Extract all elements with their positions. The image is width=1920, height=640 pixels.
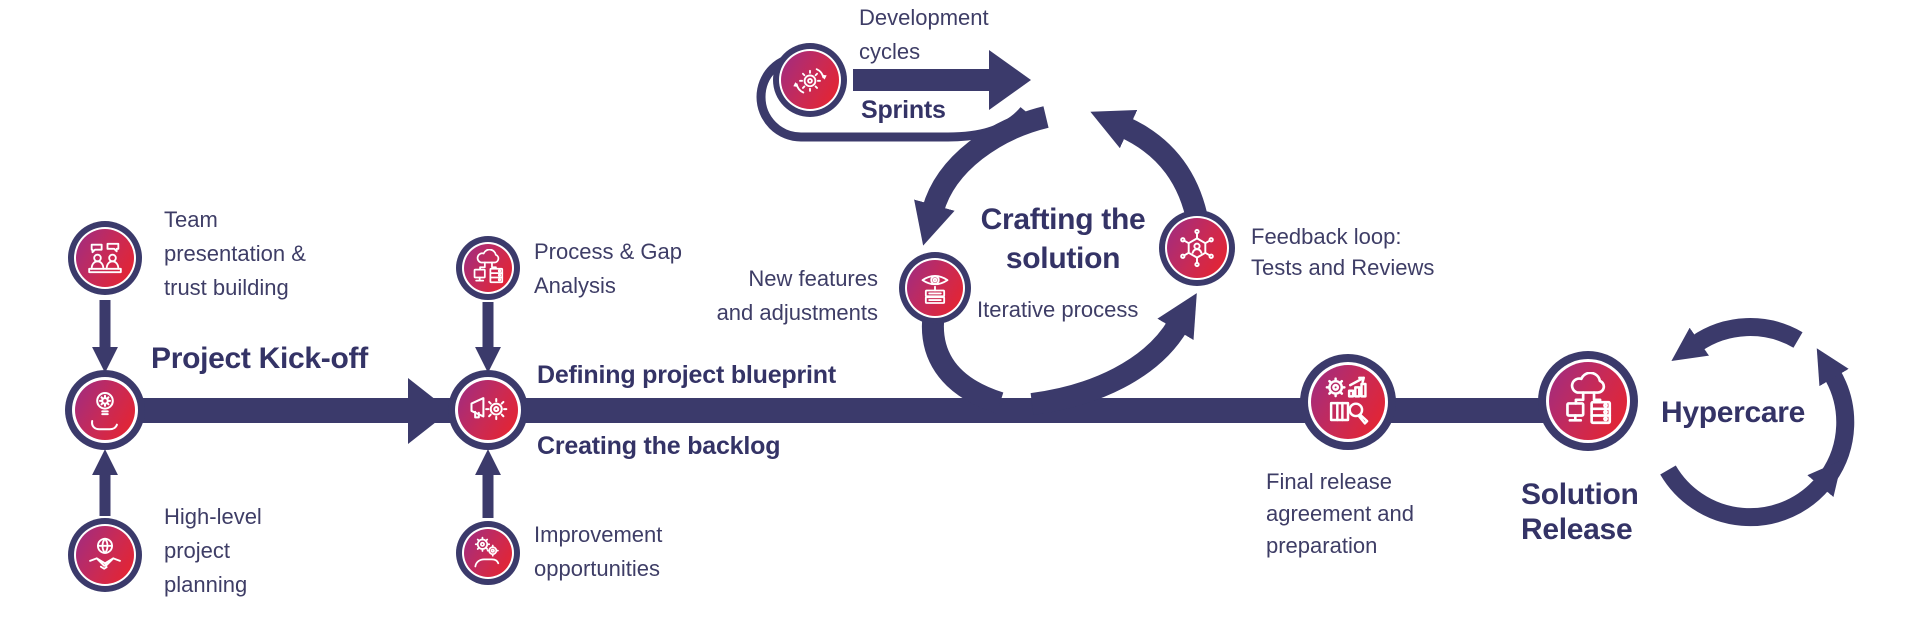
label-line: trust building [164, 275, 289, 300]
label-line: and adjustments [716, 300, 878, 325]
label-line: agreement and [1266, 501, 1414, 526]
planning-node [68, 518, 142, 592]
sprint-node [773, 43, 847, 117]
planning-label: High-level project planning [164, 500, 262, 602]
label-line: planning [164, 572, 248, 597]
label-line: presentation & [164, 241, 306, 266]
blueprint-title: Defining project blueprint [537, 361, 836, 389]
feedback-node [1159, 210, 1235, 286]
improvement-label: Improvement opportunities [534, 518, 662, 586]
iteration-arc-top-right [1090, 109, 1209, 226]
label-line: Analysis [534, 273, 616, 298]
team-presentation-icon [76, 229, 134, 287]
backlog-title: Creating the backlog [537, 432, 781, 460]
monitoring-eye-icon [907, 260, 963, 316]
label-line: Team [164, 207, 218, 232]
team-presentation-label: Team presentation & trust building [164, 203, 306, 305]
hypercare-arc-top [1671, 318, 1803, 362]
title-line: Release [1521, 513, 1633, 546]
hypercare-arc-right [1816, 348, 1855, 483]
improvement-node [456, 521, 520, 585]
label-line: preparation [1266, 533, 1378, 558]
cloud-system-icon [464, 244, 512, 292]
label-line: Feedback loop: [1251, 224, 1402, 249]
label-line: High-level [164, 504, 262, 529]
hypercare-title: Hypercare [1661, 396, 1806, 429]
blueprint-node [448, 370, 528, 450]
sprint-cycle-icon [781, 51, 839, 109]
label-line: Improvement [534, 522, 663, 547]
label-line: New features [748, 266, 878, 291]
iterative-process-label: Iterative process [977, 297, 1139, 322]
label-line: cycles [859, 39, 921, 64]
label-line: opportunities [534, 556, 660, 581]
label-line: Development [859, 5, 989, 30]
new-features-label: New features and adjustments [690, 262, 878, 330]
gears-hand-icon [464, 529, 512, 577]
release-analytics-icon [1311, 365, 1385, 439]
idea-in-hand-icon [75, 380, 135, 440]
feedback-loop-label: Feedback loop: Tests and Reviews [1251, 221, 1434, 283]
process-analysis-node [456, 236, 520, 300]
title-line: solution [1005, 242, 1121, 275]
iteration-arc-bottom-right [1030, 293, 1197, 415]
hypercare-arc-bottom [1660, 460, 1843, 527]
new-features-node [899, 252, 971, 324]
feedback-network-icon [1167, 218, 1227, 278]
global-planning-icon [76, 526, 134, 584]
megaphone-gear-icon [458, 380, 518, 440]
kickoff-title: Project Kick-off [151, 342, 368, 375]
sprints-title: Sprints [861, 96, 946, 124]
iteration-arc-stub [922, 310, 1004, 414]
iteration-arc-left [914, 106, 1049, 246]
title-line: Solution [1521, 478, 1639, 511]
final-release-node [1300, 354, 1396, 450]
kickoff-node [65, 370, 145, 450]
label-line: Tests and Reviews [1251, 255, 1435, 280]
sprint-arrowhead [989, 50, 1031, 110]
label-line: project [164, 538, 231, 563]
solution-release-node [1538, 351, 1638, 451]
solution-release-title: Solution Release [1521, 477, 1639, 547]
final-release-label: Final release agreement and preparation [1266, 466, 1414, 562]
label-line: Final release [1266, 469, 1392, 494]
development-cycles-label: Development cycles [859, 1, 989, 69]
process-analysis-label: Process & Gap Analysis [534, 235, 682, 303]
cloud-deployment-icon [1549, 362, 1627, 440]
sprint-arrow-line [853, 69, 989, 91]
timeline-arrowhead [408, 378, 450, 444]
title-line: Crafting the [980, 203, 1146, 236]
label-line: Process & Gap [534, 239, 682, 264]
team-presentation-node [68, 221, 142, 295]
crafting-title: Crafting the solution [938, 200, 1188, 278]
